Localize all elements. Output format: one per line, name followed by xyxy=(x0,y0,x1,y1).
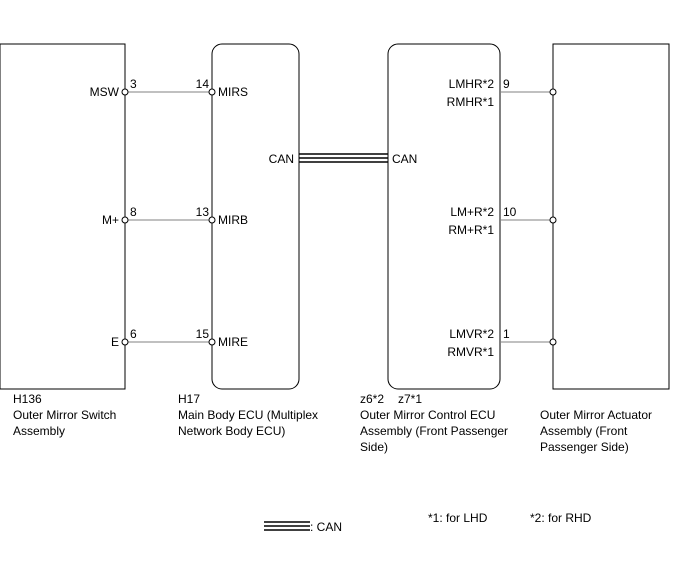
body-ecu-name-line1: Main Body ECU (Multiplex xyxy=(178,408,318,422)
control-ecu-name-line2: Assembly (Front Passenger xyxy=(360,424,508,438)
ecu-pin-13: 13 xyxy=(196,205,210,219)
control-ecu-id-z6: z6*2 xyxy=(360,392,384,406)
switch-terminal-msw: MSW xyxy=(90,85,120,99)
body-ecu-id: H17 xyxy=(178,392,200,406)
control-ecu-name-line3: Side) xyxy=(360,440,388,454)
body-ecu-name-line2: Network Body ECU) xyxy=(178,424,285,438)
legend-can-label: : CAN xyxy=(310,520,342,534)
can-label-body-ecu: CAN xyxy=(269,152,294,166)
switch-terminal-m-plus: M+ xyxy=(102,213,119,227)
switch-pin-6: 6 xyxy=(130,327,137,341)
terminal-switch-pin-8 xyxy=(121,216,129,224)
terminal-ecu-pin-14 xyxy=(208,88,216,96)
ecu-terminal-mirs: MIRS xyxy=(218,85,248,99)
control-terminal-rm-plus-r: RM+R*1 xyxy=(448,223,494,237)
ecu-terminal-mirb: MIRB xyxy=(218,213,248,227)
control-pin-1: 1 xyxy=(503,327,510,341)
control-ecu-name-line1: Outer Mirror Control ECU xyxy=(360,408,495,422)
terminal-actuator-pin-1 xyxy=(549,338,557,346)
switch-name-line1: Outer Mirror Switch xyxy=(13,408,116,422)
control-terminal-lmvr: LMVR*2 xyxy=(449,327,494,341)
terminal-actuator-pin-9 xyxy=(549,88,557,96)
actuator-name-line1: Outer Mirror Actuator xyxy=(540,408,652,422)
legend-can-symbol xyxy=(264,521,310,531)
ecu-pin-14: 14 xyxy=(196,77,210,91)
legend-note-lhd: *1: for LHD xyxy=(428,511,488,525)
outer-mirror-switch-box xyxy=(0,43,126,390)
ecu-terminal-mire: MIRE xyxy=(218,335,248,349)
switch-id: H136 xyxy=(13,392,42,406)
terminal-actuator-pin-10 xyxy=(549,216,557,224)
actuator-name-line2: Assembly (Front xyxy=(540,424,628,438)
terminal-switch-pin-6 xyxy=(121,338,129,346)
switch-pin-3: 3 xyxy=(130,77,137,91)
legend-note-rhd: *2: for RHD xyxy=(530,511,592,525)
terminal-switch-pin-3 xyxy=(121,88,129,96)
control-terminal-rmhr: RMHR*1 xyxy=(447,95,495,109)
control-terminal-lm-plus-r: LM+R*2 xyxy=(450,205,494,219)
control-ecu-id-z7: z7*1 xyxy=(398,392,422,406)
control-terminal-rmvr: RMVR*1 xyxy=(447,345,494,359)
actuator-name-line3: Passenger Side) xyxy=(540,440,629,454)
switch-pin-8: 8 xyxy=(130,205,137,219)
can-bus-line xyxy=(299,153,388,163)
terminal-ecu-pin-15 xyxy=(208,338,216,346)
control-terminal-lmhr: LMHR*2 xyxy=(449,77,495,91)
mirror-actuator-box xyxy=(552,43,670,390)
can-label-control-ecu: CAN xyxy=(392,152,417,166)
control-pin-10: 10 xyxy=(503,205,517,219)
control-pin-9: 9 xyxy=(503,77,510,91)
ecu-pin-15: 15 xyxy=(196,327,210,341)
mirror-control-ecu-box xyxy=(387,43,501,390)
terminal-ecu-pin-13 xyxy=(208,216,216,224)
switch-name-line2: Assembly xyxy=(13,424,65,438)
switch-terminal-e: E xyxy=(111,335,119,349)
